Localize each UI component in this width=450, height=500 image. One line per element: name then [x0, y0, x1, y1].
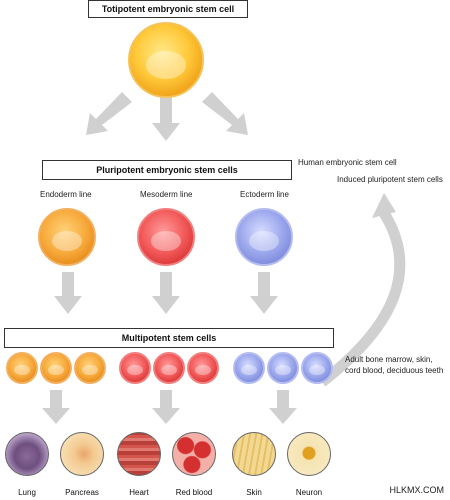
multipotent-orange-cell-2 — [40, 352, 72, 384]
pluripotent-box: Pluripotent embryonic stem cells — [42, 160, 292, 180]
ectoderm-cell — [235, 208, 293, 266]
multipotent-blue-cell-3 — [301, 352, 333, 384]
multipotent-red-cell-3 — [187, 352, 219, 384]
neuron-tissue-image — [287, 432, 331, 476]
skin-tissue-image — [232, 432, 276, 476]
heart-label: Heart — [129, 488, 149, 497]
arrow-red-tissue-down — [152, 390, 180, 424]
lung-tissue-image — [5, 432, 49, 476]
induced-pluripotent-label: Induced pluripotent stem cells — [337, 175, 443, 184]
induced-curve-arrow — [318, 210, 406, 387]
mesoderm-cell — [137, 208, 195, 266]
arrow-left-down — [86, 92, 132, 135]
adult-sources-label: Adult bone marrow, skin, cord blood, dec… — [345, 355, 444, 375]
endoderm-cell — [38, 208, 96, 266]
multipotent-red-cell-1 — [119, 352, 151, 384]
watermark: HLKMX.COM — [389, 485, 444, 495]
neuron-label: Neuron — [295, 488, 323, 497]
red-blood-tissue-image — [172, 432, 216, 476]
multipotent-box: Multipotent stem cells — [4, 328, 334, 348]
human-embryonic-label: Human embryonic stem cell — [298, 158, 397, 167]
totipotent-cell — [128, 22, 204, 98]
pancreas-tissue-image — [60, 432, 104, 476]
ectoderm-line-label: Ectoderm line — [240, 190, 289, 199]
arrow-endoderm-down — [54, 272, 82, 314]
multipotent-blue-cell-2 — [267, 352, 299, 384]
multipotent-blue-cell-1 — [233, 352, 265, 384]
arrow-right-down — [202, 92, 248, 135]
arrow-blue-tissue-down — [269, 390, 297, 424]
mesoderm-line-label: Mesoderm line — [140, 190, 193, 199]
endoderm-line-label: Endoderm line — [40, 190, 92, 199]
multipotent-red-cell-2 — [153, 352, 185, 384]
arrow-mesoderm-down — [152, 272, 180, 314]
arrow-orange-tissue-down — [42, 390, 70, 424]
multipotent-orange-cell-3 — [74, 352, 106, 384]
induced-arrowhead — [372, 193, 396, 218]
red-blood-label: Red blood — [175, 488, 213, 497]
arrow-down-center — [152, 97, 180, 141]
multipotent-orange-cell-1 — [6, 352, 38, 384]
arrow-ectoderm-down — [250, 272, 278, 314]
lung-label: Lung — [18, 488, 36, 497]
pancreas-label: Pancreas — [65, 488, 99, 497]
skin-label: Skin — [246, 488, 262, 497]
heart-tissue-image — [117, 432, 161, 476]
totipotent-title-box: Totipotent embryonic stem cell — [88, 0, 248, 18]
